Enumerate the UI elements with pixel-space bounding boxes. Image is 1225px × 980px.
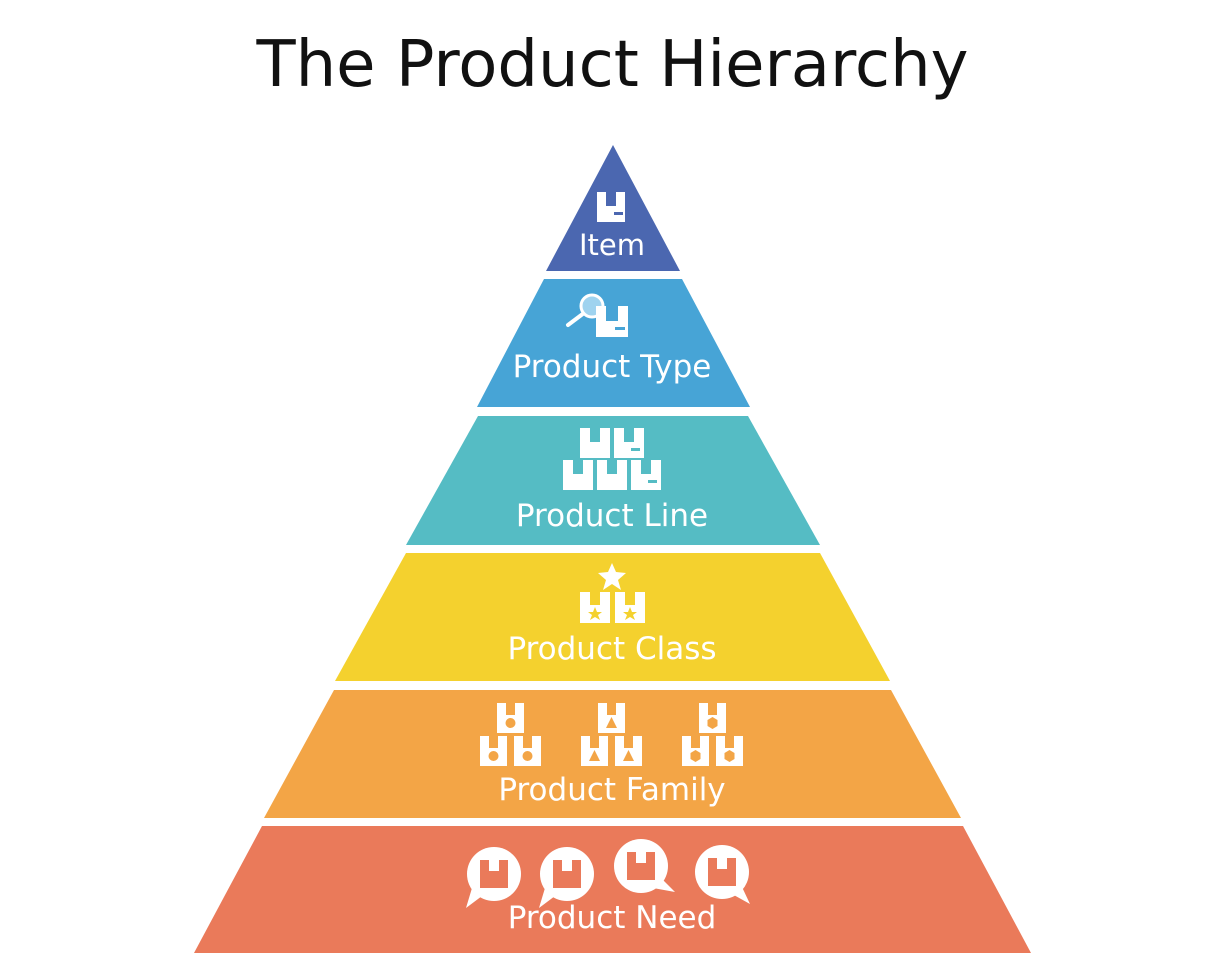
tier-product-class-shape: [335, 553, 890, 681]
star-boxes-icon: [580, 563, 645, 623]
tier-item-label: Item: [579, 228, 645, 262]
tier-product-line: Product Line: [406, 416, 820, 545]
stacked-boxes-icon: [563, 428, 661, 490]
box-speech-bubbles-icon: [466, 839, 750, 908]
page-title: The Product Hierarchy: [256, 28, 969, 102]
tier-product-type-shape: [477, 279, 750, 407]
shape-box-groups-icon: [480, 703, 743, 766]
tier-product-type: Product Type: [477, 279, 750, 407]
tier-product-class-label: Product Class: [507, 631, 716, 667]
tier-product-family: Product Family: [264, 690, 961, 818]
tier-product-need-label: Product Need: [508, 900, 717, 936]
tier-product-family-label: Product Family: [498, 772, 725, 808]
tier-product-type-label: Product Type: [513, 349, 712, 385]
tier-product-need: Product Need: [194, 826, 1031, 953]
tier-product-need-shape: [194, 826, 1031, 953]
tier-item: Item: [546, 145, 680, 271]
magnifier-box-icon: [566, 293, 628, 337]
box-icon: [597, 192, 625, 222]
tier-product-line-label: Product Line: [516, 498, 708, 534]
tier-product-family-shape: [264, 690, 961, 818]
tier-product-class: Product Class: [335, 553, 890, 681]
